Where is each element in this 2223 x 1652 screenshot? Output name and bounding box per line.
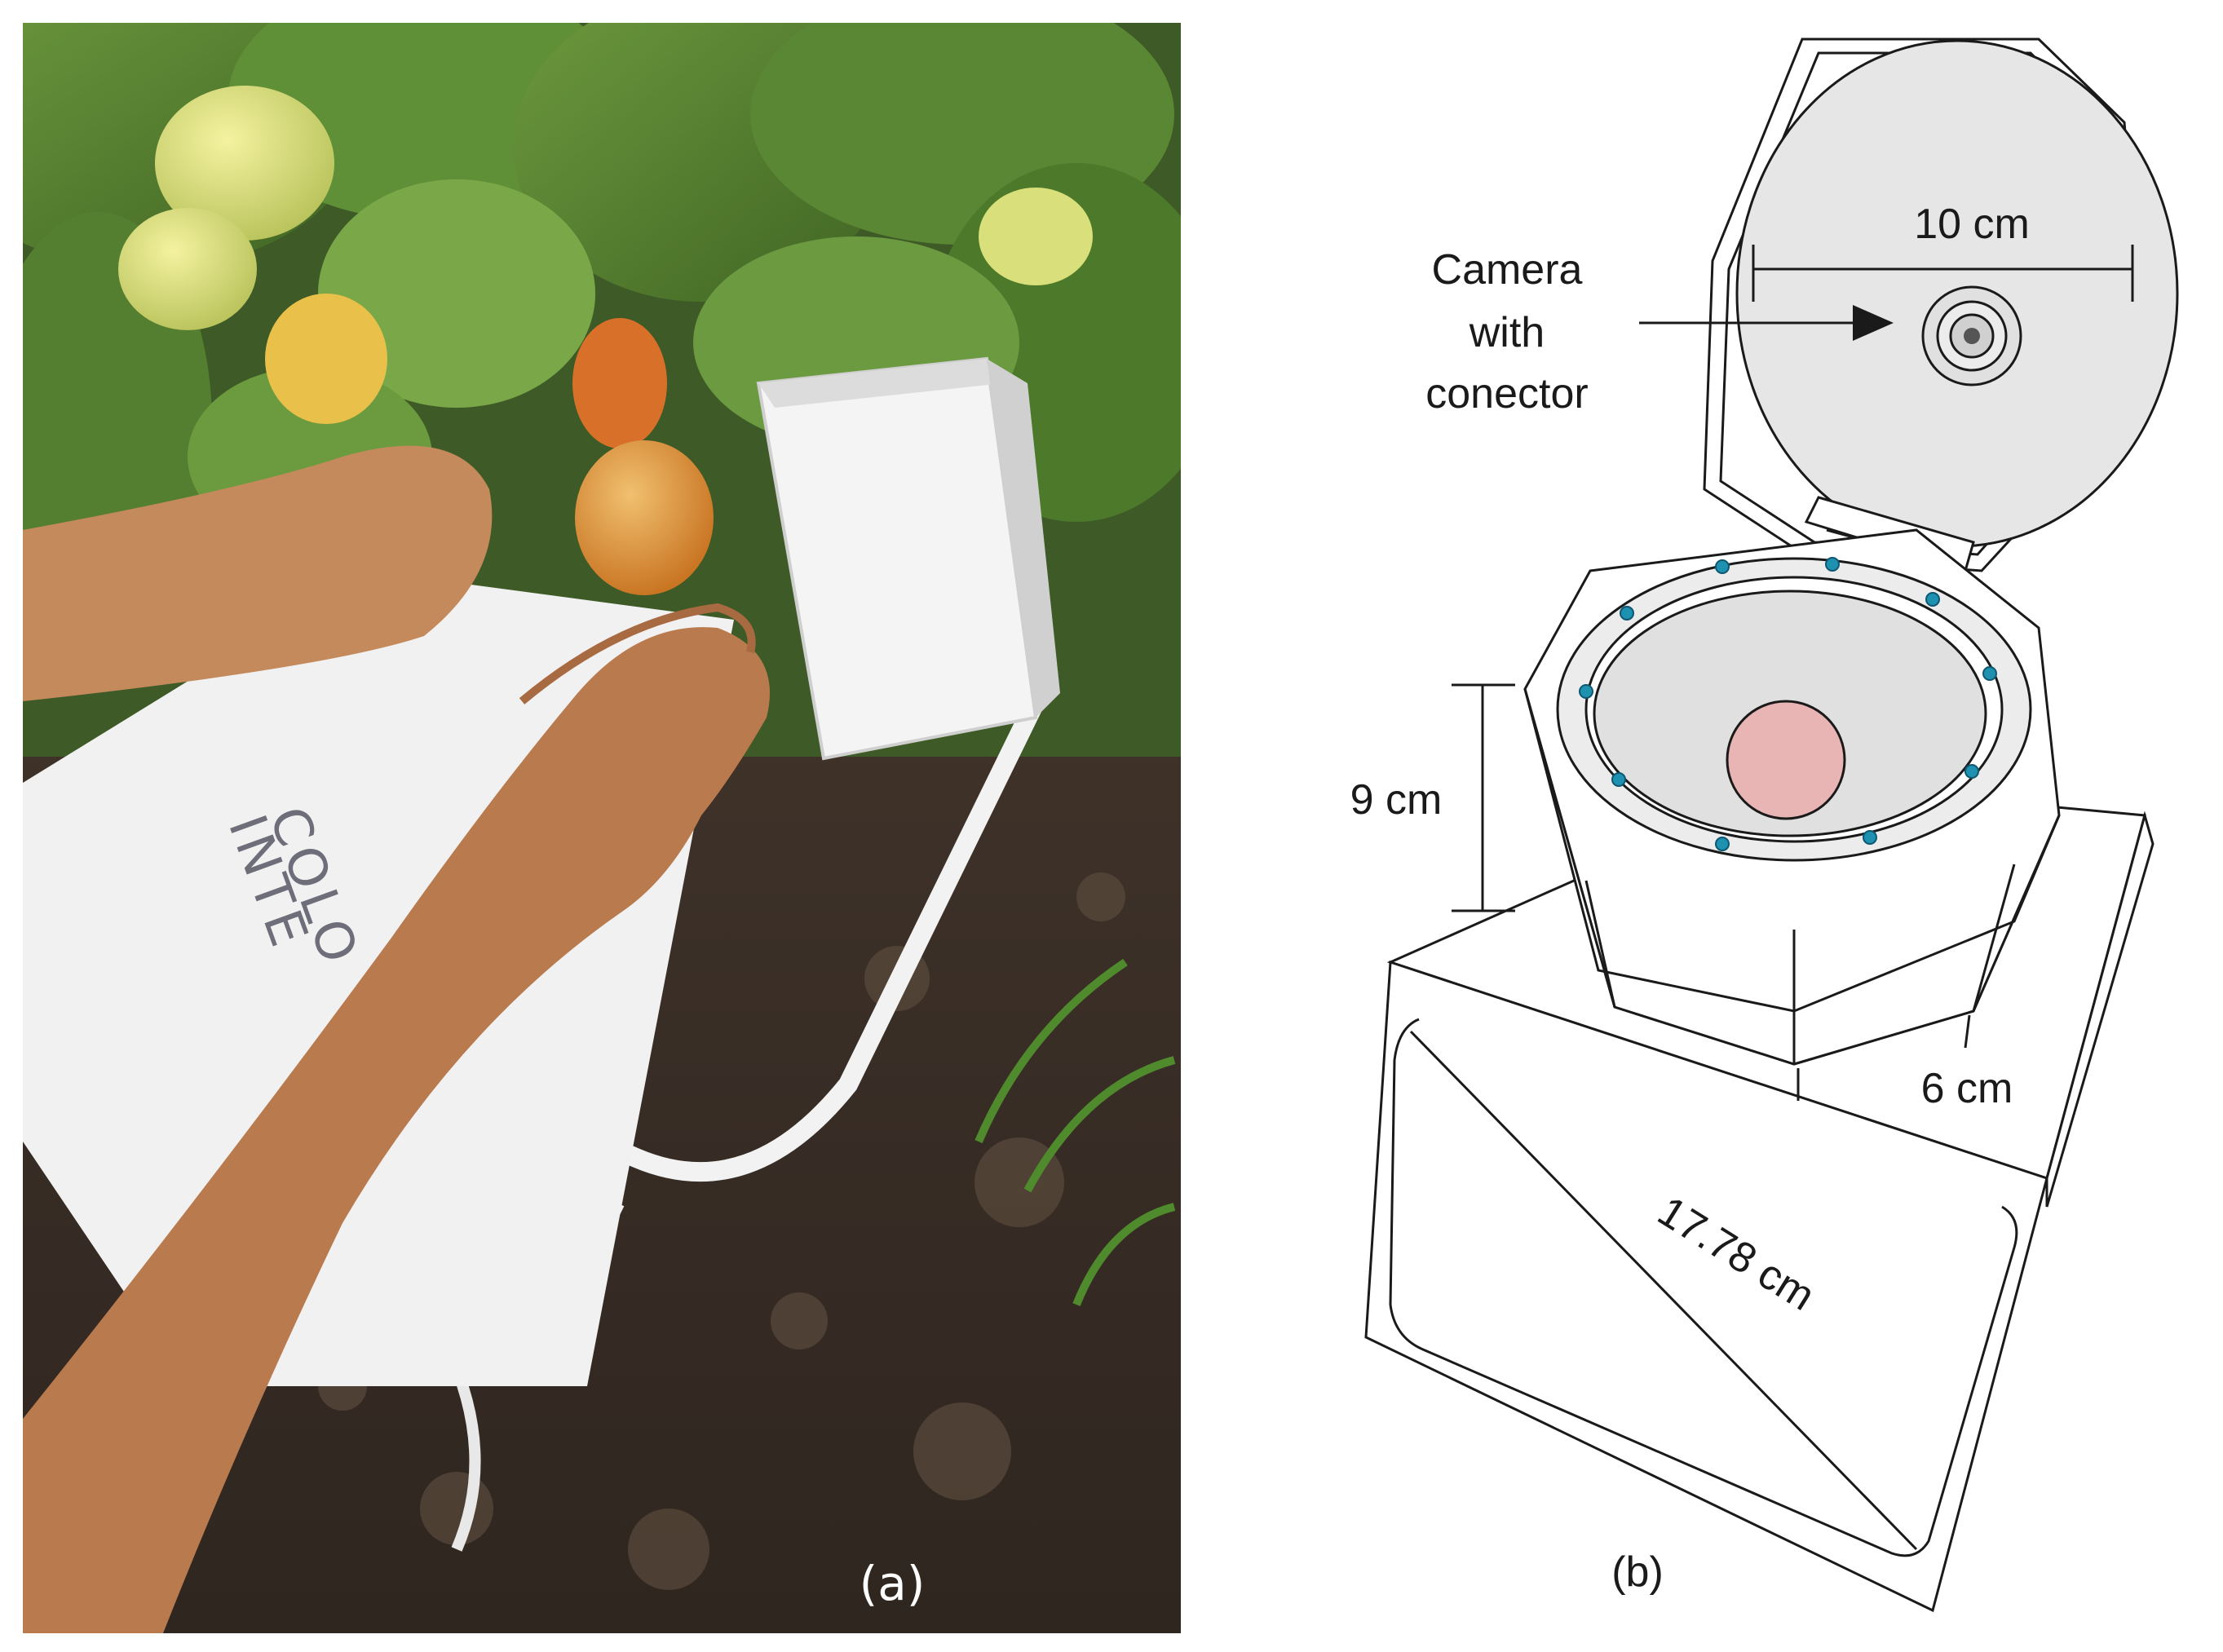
camera-chamber-device [756, 356, 1060, 761]
lid [1639, 38, 2179, 572]
svg-text:conector: conector [1425, 370, 1588, 417]
height-dimension-label: 9 cm [1350, 776, 1443, 824]
camera-label: Camera [1432, 246, 1583, 294]
hands [23, 445, 770, 1633]
octagonal-chamber [1523, 528, 2061, 1066]
chamber-schematic [1364, 38, 2179, 1613]
panel-a-caption: (a) [860, 1556, 926, 1611]
lid-dimension-label: 10 cm [1914, 201, 2030, 248]
side-dimension [1797, 1014, 1971, 1101]
panel-b-caption: (b) [1611, 1548, 1664, 1596]
height-dimension [1452, 683, 1515, 912]
svg-text:with: with [1469, 309, 1545, 356]
side-dimension-label: 6 cm [1921, 1065, 2013, 1112]
diagonal-dimension-line [1409, 1030, 1918, 1551]
field-photo: COLO INTE (a) [23, 23, 1181, 1633]
sample-disk [1726, 700, 1846, 820]
arrow-head-icon [1853, 305, 1894, 341]
tomatoes [118, 86, 1093, 595]
led-ring [1579, 557, 1997, 851]
